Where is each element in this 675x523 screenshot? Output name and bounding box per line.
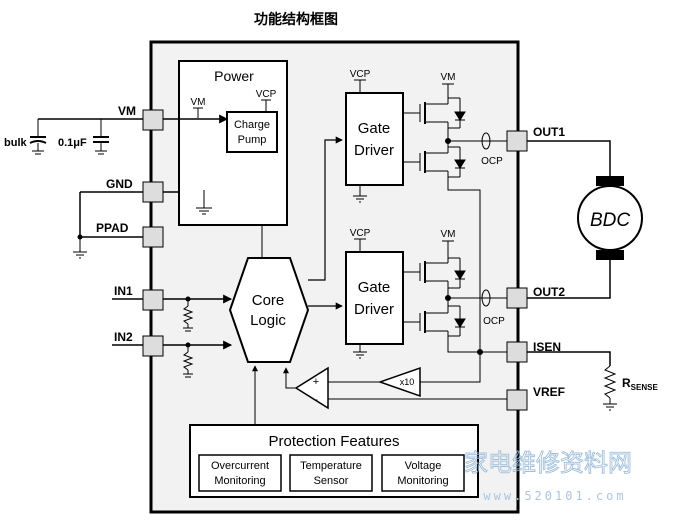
hb2-vm-label: VM [441,229,456,240]
temperature-label-1: Temperature [300,460,362,472]
vm-pin-label: VM [118,104,136,118]
temperature-label-2: Sensor [314,475,349,487]
rsense-r-text: R [622,376,631,390]
isen-pin[interactable] [506,341,528,363]
current-comparator: + - [283,366,507,410]
vm-pin[interactable] [142,109,164,131]
out1-pin-label: OUT1 [533,125,565,139]
in1-pin[interactable] [142,289,164,311]
overcurrent-label-1: Overcurrent [211,460,269,472]
watermark-url: www.520101.com [483,489,626,503]
gate-driver-1-label-2: Driver [354,142,394,159]
power-vm-label: VM [191,97,206,108]
gate-driver-1-label-1: Gate [358,120,391,137]
in1-pin-label: IN1 [114,284,133,298]
in2-pin-label: IN2 [114,330,133,344]
vref-pin-label: VREF [533,385,565,399]
voltage-label-1: Voltage [405,460,442,472]
isen-pin-label: ISEN [533,340,561,354]
in2-pin[interactable] [142,335,164,357]
gnd-pin[interactable] [142,181,164,203]
core-logic-label-2: Logic [250,312,286,329]
rsense-label: RSENSE [622,376,658,392]
vref-pin[interactable] [506,389,528,411]
ppad-pin-label: PPAD [96,221,129,235]
comparator-plus: + [313,376,319,388]
charge-pump-block [226,111,278,153]
out2-pin[interactable] [506,287,528,309]
motor-label: BDC [590,210,630,231]
h-bridge-bottom: VM [403,229,507,355]
temperature-box [289,454,373,492]
ppad-pin[interactable] [142,226,164,248]
voltage-label-2: Monitoring [397,475,448,487]
outputs-group: OUT1 OUT2 ISEN VREF [506,125,611,411]
gate-driver-1: Gate Driver VCP [308,69,404,281]
gate-driver-2: Gate Driver VCP [308,228,404,359]
charge-pump-label-1: Charge [234,119,270,131]
gnd-pin-label: GND [106,177,133,191]
amp-gain-label: x10 [400,377,415,387]
overcurrent-label-2: Monitoring [214,475,265,487]
gate-driver-2-label-2: Driver [354,301,394,318]
power-vcp-label: VCP [256,89,277,100]
out1-pin[interactable] [506,130,528,152]
ocp1-label: OCP [481,156,503,167]
watermark-text: 家电维修资料网 [464,449,632,477]
charge-pump-label-2: Pump [238,134,267,146]
vm-pin-group: VM bulk 0.1μF [4,104,229,155]
diagram-title: 功能结构框图 [254,11,338,27]
out2-pin-label: OUT2 [533,285,565,299]
gd1-vcp-label: VCP [350,69,371,80]
decoupling-cap-label: 0.1μF [58,137,87,149]
core-logic-block: Core Logic [228,225,310,425]
voltage-box [381,454,465,492]
sense-amplifier: x10 [328,352,481,398]
power-block: Power VM VCP Charge Pump [178,60,288,226]
overcurrent-box [198,454,282,492]
power-label: Power [214,68,254,84]
h-bridge-top: VM [403,72,507,352]
gnd-ppad-group: GND PPAD [73,177,179,259]
ocp2-label: OCP [483,316,505,327]
comparator-minus: - [314,392,318,406]
bdc-motor: BDC [577,176,643,260]
inputs-group: IN1 IN2 [112,284,233,378]
protection-title: Protection Features [269,433,400,450]
protection-features: Protection Features Overcurrent Monitori… [189,424,479,498]
gate-driver-2-label-1: Gate [358,279,391,296]
bulk-cap-label: bulk [4,137,27,149]
hb1-vm-label: VM [441,72,456,83]
rsense-sub-text: SENSE [631,383,659,392]
core-logic-label-1: Core [252,292,285,309]
rsense-resistor [603,365,617,411]
gd2-vcp-label: VCP [350,228,371,239]
